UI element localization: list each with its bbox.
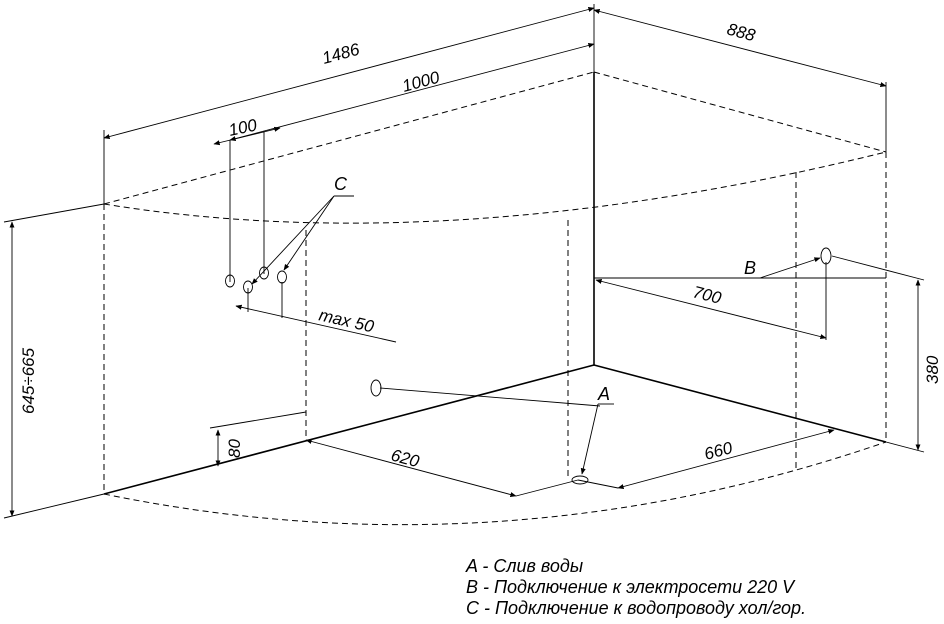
drain-link-right [577,479,619,489]
marker-leaders [251,195,821,475]
dim-1000-label: 1000 [400,68,442,96]
top-rim-right [593,71,887,153]
overflow-leader [379,387,601,407]
bottom-left-edge [103,364,595,495]
c-leader-right [283,195,335,271]
electric-point-b [820,247,832,265]
dimension-labels: 1486 888 1000 100 max 50 645÷665 380 700… [19,20,942,472]
drain-point-a [571,475,589,485]
marker-letters: C B A [334,174,756,404]
height-range-label: 645÷665 [19,347,38,414]
bottom-right-edge [593,364,887,443]
dim-100-line [213,126,281,146]
dim-620-label: 620 [389,446,422,472]
legend-item-b: B - Подключение к электросети 220 V [466,577,796,597]
height-ext-bottom [3,493,105,519]
tub-outline [103,72,887,495]
dim-660-label: 660 [702,438,735,464]
overflow-point [370,379,382,397]
front-arc-bottom [103,441,887,526]
pipe-c-cold-left [225,274,235,288]
marker-a: A [597,384,610,404]
dim-100-label: 100 [227,115,259,140]
max50-label: max 50 [317,305,376,336]
max50-line [235,304,397,343]
dimension-lines [3,4,925,519]
dim-1000-line [229,43,595,141]
dim-660-line [617,429,835,489]
drain-height-label: 80 [225,439,244,458]
top-rim-left [103,71,595,205]
height-ext-top [3,203,105,223]
b-height-ext-top [831,255,925,281]
dim-888-line [593,8,887,88]
legend: A - Слив воды B - Подключение к электрос… [465,556,806,618]
dim-620-line [305,439,517,497]
pipe-c-hot-right [277,270,287,284]
legend-item-c: C - Подключение к водопроводу хол/гор. [466,598,806,618]
legend-item-a: A - Слив воды [465,556,583,576]
connection-points [225,247,832,485]
dim-1486-line [103,7,595,139]
pipe-c-cold-right [243,280,253,294]
dim-700-label: 700 [691,282,724,307]
drain-link-left [515,479,579,497]
marker-b: B [744,258,756,278]
pipe-c-hot-left [259,266,269,280]
front-arc-top [103,151,887,224]
a-leader [580,403,599,475]
drain-height-ext [209,411,307,429]
marker-c: C [334,174,348,194]
b-leader [759,257,821,279]
c-leader-left [251,195,335,285]
tub-hidden-lines [103,71,887,526]
dim-888-label: 888 [725,20,758,46]
dim-1486-label: 1486 [320,40,362,68]
dim-700-line [595,278,827,340]
b-height-label: 380 [923,355,942,384]
